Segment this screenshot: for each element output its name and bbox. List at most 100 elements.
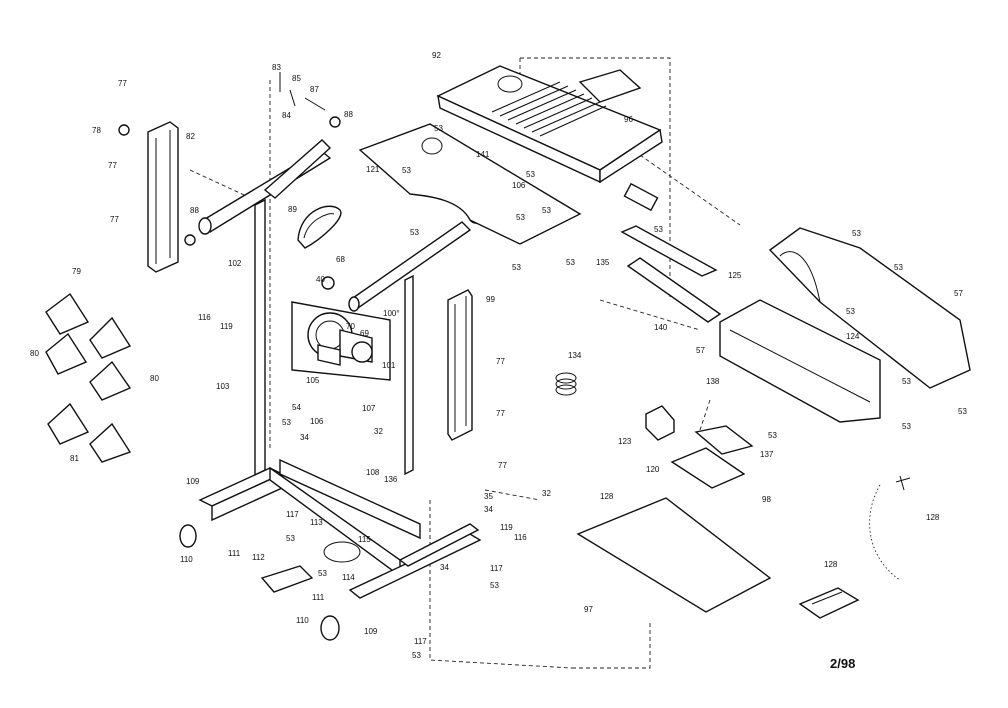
callout-label: 128 [824, 560, 838, 569]
safety-key-part-97 [798, 587, 860, 619]
callout-label: 79 [72, 267, 81, 276]
callout-label: 108 [366, 468, 380, 477]
callout-label: 53 [768, 431, 777, 440]
callout-label: 53 [516, 213, 525, 222]
callout-label: 34 [300, 433, 309, 442]
callout-label: 116 [198, 313, 211, 322]
callout-label: 53 [318, 569, 327, 578]
left-handrail-part-82 [118, 121, 179, 273]
callout-label: 77 [498, 461, 507, 470]
motor-assembly-part-70 [291, 301, 391, 381]
base-frame [179, 458, 482, 641]
callout-label: 40 [316, 275, 325, 284]
callout-label: 119 [500, 523, 513, 532]
callout-label: 84 [282, 111, 291, 120]
callout-label: 70 [346, 322, 355, 331]
callout-label: 117 [490, 564, 503, 573]
callout-label: 141 [476, 150, 490, 159]
upright-frame-part-102 [184, 72, 341, 477]
callout-label: 109 [364, 627, 378, 636]
drive-belt-part-89 [297, 205, 342, 249]
callout-label: 34 [484, 505, 493, 514]
callout-label: 53 [654, 225, 663, 234]
callout-label: 77 [110, 215, 119, 224]
callout-label: 111 [228, 549, 241, 558]
coil-part-134 [555, 372, 577, 396]
callout-label: 53 [286, 534, 295, 543]
callout-label: 106 [310, 417, 324, 426]
callout-label: 82 [186, 132, 195, 141]
callout-label: 113 [310, 518, 323, 527]
callout-label: 54 [292, 403, 301, 412]
callout-label: 111 [312, 593, 325, 602]
callout-label: 100° [383, 309, 400, 318]
callout-label: 53 [412, 651, 421, 660]
clip-part-98 [895, 475, 911, 491]
callout-label: 119 [220, 322, 233, 331]
callout-label: 137 [760, 450, 774, 459]
callout-label: 57 [954, 289, 963, 298]
callout-label: 57 [696, 346, 705, 355]
callout-label: 85 [292, 74, 301, 83]
callout-label: 98 [762, 495, 771, 504]
callout-label: 53 [490, 581, 499, 590]
callout-label: 80 [150, 374, 159, 383]
right-handrail-part-99 [447, 289, 473, 441]
callout-label: 81 [70, 454, 79, 463]
callout-label: 77 [496, 409, 505, 418]
callout-label: 68 [336, 255, 345, 264]
reference-lines [189, 57, 901, 669]
callout-label: 128 [926, 513, 940, 522]
callout-label: 116 [514, 533, 527, 542]
callout-label: 101 [382, 361, 396, 370]
callout-label: 53 [852, 229, 861, 238]
callout-label: 134 [568, 351, 582, 360]
callout-label: 121 [366, 165, 380, 174]
callout-label: 117 [286, 510, 299, 519]
callout-label: 110 [180, 555, 193, 564]
deck-part-120 [576, 497, 772, 613]
callout-label: 110 [296, 616, 309, 625]
callout-label: 140 [654, 323, 668, 332]
callout-label: 32 [374, 427, 383, 436]
callout-label: 106 [512, 181, 526, 190]
callout-label: 53 [410, 228, 419, 237]
callout-label: 117 [414, 637, 427, 646]
callout-label: 138 [706, 377, 720, 386]
callout-label: 124 [846, 332, 860, 341]
foot-pads-79-80-81 [45, 292, 132, 463]
callout-label: 102 [228, 259, 242, 268]
motor-hood-part-125 [768, 227, 971, 389]
callout-label: 88 [344, 110, 353, 119]
console-base-part-121 [358, 123, 582, 245]
channels-part-135-140 [620, 182, 722, 323]
callout-label: 97 [584, 605, 593, 614]
callout-label: 53 [566, 258, 575, 267]
callout-label: 128 [600, 492, 614, 501]
hood-bracket-part-124 [719, 299, 881, 423]
callout-label: 109 [186, 477, 200, 486]
console-part-92 [436, 65, 663, 184]
callout-label: 53 [894, 263, 903, 272]
callout-label: 77 [108, 161, 117, 170]
callout-label: 135 [596, 258, 610, 267]
callout-label: 136 [384, 475, 398, 484]
callout-label: 123 [618, 437, 632, 446]
callout-label: 53 [846, 307, 855, 316]
callout-label: 105 [306, 376, 320, 385]
callout-labels: 77 78 82 77 77 83 85 84 87 88 88 89 102 … [30, 51, 967, 660]
callout-label: 77 [118, 79, 127, 88]
callout-label: 92 [432, 51, 441, 60]
callout-label: 78 [92, 126, 101, 135]
callout-label: 107 [362, 404, 376, 413]
callout-label: 53 [526, 170, 535, 179]
callout-label: 96 [624, 115, 633, 124]
callout-label: 80 [30, 349, 39, 358]
callout-label: 35 [484, 492, 493, 501]
callout-label: 53 [902, 422, 911, 431]
callout-label: 53 [434, 124, 443, 133]
callout-label: 83 [272, 63, 281, 72]
callout-label: 69 [360, 329, 369, 338]
callout-label: 115 [358, 535, 371, 544]
